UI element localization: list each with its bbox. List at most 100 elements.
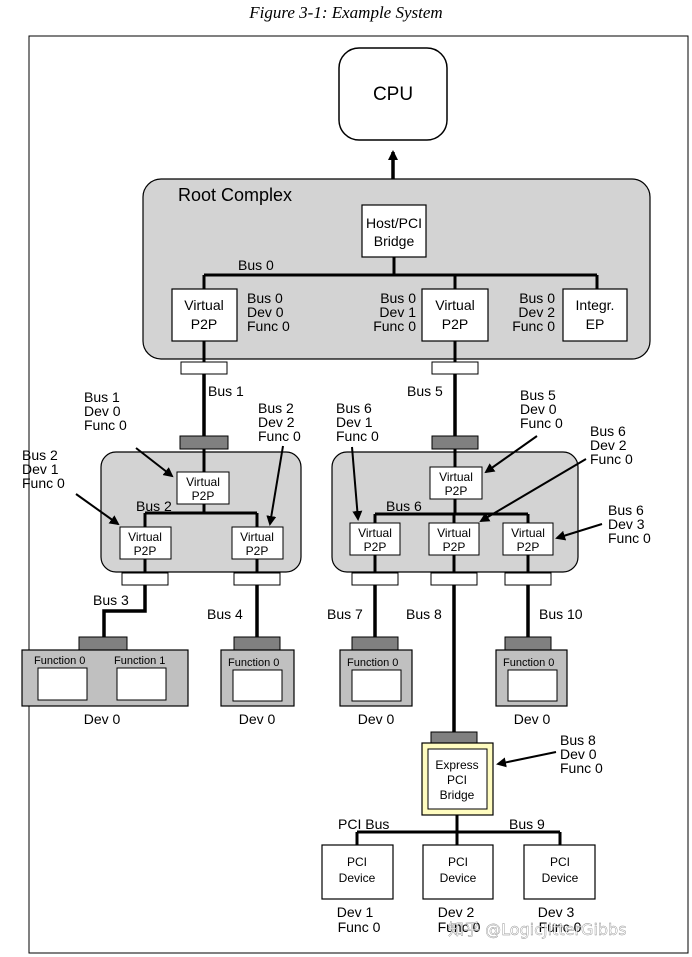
- rc-ep-l2: EP: [586, 316, 605, 332]
- ep-bus7-port: [351, 636, 399, 651]
- bus6-label: Bus 6: [386, 498, 422, 514]
- ls-up-func: Func 0: [84, 417, 127, 433]
- pcie-bridge-func: Func 0: [560, 760, 603, 776]
- rs-d2-func: Func 0: [590, 451, 633, 467]
- pci-device-3: [523, 844, 596, 900]
- figure-caption: Figure 3-1: Example System: [248, 3, 442, 22]
- rs-up-bus: Bus 5: [520, 387, 556, 403]
- pci-dev3-l1: PCI: [550, 855, 570, 869]
- pci-device-2: [422, 844, 494, 900]
- bus4-label: Bus 4: [207, 606, 243, 622]
- left-switch-upstream-p2p: [176, 471, 230, 505]
- ep4-dev-label: Dev 0: [239, 711, 276, 727]
- ep-bus4-port: [233, 636, 281, 651]
- ep4-func0-box: [232, 669, 283, 702]
- ls-up-l1: Virtual: [186, 475, 220, 489]
- rc-p2p-left-func: Func 0: [247, 318, 290, 334]
- ls-up-bus: Bus 1: [84, 389, 120, 405]
- host-bridge-line2: Bridge: [374, 233, 415, 249]
- ls-up-dev: Dev 0: [84, 403, 121, 419]
- rs-d1-dev: Dev 1: [336, 414, 373, 430]
- right-switch-down-p2p-2: [428, 522, 480, 556]
- ep7-func0-box: [351, 669, 402, 702]
- right-switch-upstream-p2p: [429, 466, 483, 500]
- bus8-label: Bus 8: [406, 606, 442, 622]
- rs-up-l1: Virtual: [439, 470, 473, 484]
- ls-d2-func: Func 0: [258, 428, 301, 444]
- outer-frame: [28, 35, 689, 954]
- rs-d2-l2: P2P: [443, 540, 466, 554]
- rs-up-func: Func 0: [520, 415, 563, 431]
- rs-d1-l2: P2P: [364, 540, 387, 554]
- rs-up-dev: Dev 0: [520, 401, 557, 417]
- ls-d2-arrow: [266, 445, 284, 526]
- rs-d2-bus: Bus 6: [590, 423, 626, 439]
- rc-ep-func: Func 0: [512, 318, 555, 334]
- left-switch-upstream-port: [179, 435, 229, 450]
- rs-d3-l2: P2P: [517, 540, 540, 554]
- pcie-bridge-bus: Bus 8: [560, 732, 596, 748]
- rs-port-3: [504, 572, 552, 586]
- pci-dev2-l1: PCI: [448, 855, 468, 869]
- ep10-dev-label: Dev 0: [514, 711, 551, 727]
- ls-up-l2: P2P: [192, 489, 215, 503]
- pcie-bridge-l3: Bridge: [440, 788, 475, 802]
- rc-port-mid: [431, 361, 479, 375]
- ep3-func1-box: [116, 667, 167, 701]
- bus2-label: Bus 2: [136, 498, 172, 514]
- rs-d1-bus: Bus 6: [336, 400, 372, 416]
- rs-port-1: [351, 572, 399, 586]
- left-switch-down-p2p-2: [231, 526, 284, 560]
- ep7-dev-label: Dev 0: [358, 711, 395, 727]
- bus5-label: Bus 5: [407, 383, 443, 399]
- pci-dev2-func: Func 0: [438, 919, 481, 935]
- pci-dev2-l2: Device: [440, 871, 477, 885]
- bus9-label: Bus 9: [509, 816, 545, 832]
- pcie-bridge-l1: Express: [435, 758, 478, 772]
- pcie-bridge-dev: Dev 0: [560, 746, 597, 762]
- rc-p2p-left-dev: Dev 0: [247, 304, 284, 320]
- ep3-func1-label: Function 1: [114, 655, 165, 667]
- right-switch-down-p2p-1: [349, 522, 401, 556]
- host-pci-bridge: [361, 204, 427, 258]
- rs-port-2: [430, 572, 478, 586]
- pci-bus-label: PCI Bus: [338, 816, 389, 832]
- ls-d1-func: Func 0: [22, 475, 65, 491]
- rc-p2p-mid-l2: P2P: [442, 316, 468, 332]
- rc-p2p-left-l1: Virtual: [184, 297, 223, 313]
- ls-d1-l1: Virtual: [128, 530, 162, 544]
- ep-bus10-port: [504, 636, 552, 651]
- pci-dev1-l2: Device: [339, 871, 376, 885]
- rc-p2p-mid-dev: Dev 1: [379, 304, 416, 320]
- bus3-label: Bus 3: [93, 592, 129, 608]
- rs-d2-l1: Virtual: [437, 526, 471, 540]
- root-complex-label: Root Complex: [178, 185, 292, 205]
- bus3-link: [102, 585, 147, 637]
- ls-d2-l2: P2P: [246, 544, 269, 558]
- ls-d2-bus: Bus 2: [258, 400, 294, 416]
- pcie-bridge-inner: [427, 748, 488, 810]
- bus0-label: Bus 0: [238, 257, 274, 273]
- pci-dev2-dev: Dev 2: [438, 904, 475, 920]
- ep3-dev-label: Dev 0: [84, 711, 121, 727]
- rs-d3-arrow: [555, 523, 603, 541]
- rs-d1-func: Func 0: [336, 428, 379, 444]
- pci-device-1: [321, 844, 394, 900]
- right-switch-down-p2p-3: [502, 522, 554, 556]
- ls-d1-dev: Dev 1: [22, 461, 59, 477]
- pci-dev1-dev: Dev 1: [337, 904, 374, 920]
- rc-ep-bus: Bus 0: [519, 290, 555, 306]
- ep7-func0-label: Function 0: [347, 657, 398, 669]
- pci-dev1-func: Func 0: [338, 919, 381, 935]
- rc-integrated-ep: [562, 288, 628, 342]
- rc-port-left: [180, 361, 228, 375]
- rs-up-l2: P2P: [445, 484, 468, 498]
- pci-dev1-l1: PCI: [347, 855, 367, 869]
- ep3-func0-label: Function 0: [34, 655, 85, 667]
- rc-p2p-left-bus: Bus 0: [247, 290, 283, 306]
- rc-virtual-p2p-mid: [421, 288, 489, 342]
- ls-d1-arrow: [75, 493, 120, 526]
- rs-d1-l1: Virtual: [358, 526, 392, 540]
- ls-d1-l2: P2P: [134, 544, 157, 558]
